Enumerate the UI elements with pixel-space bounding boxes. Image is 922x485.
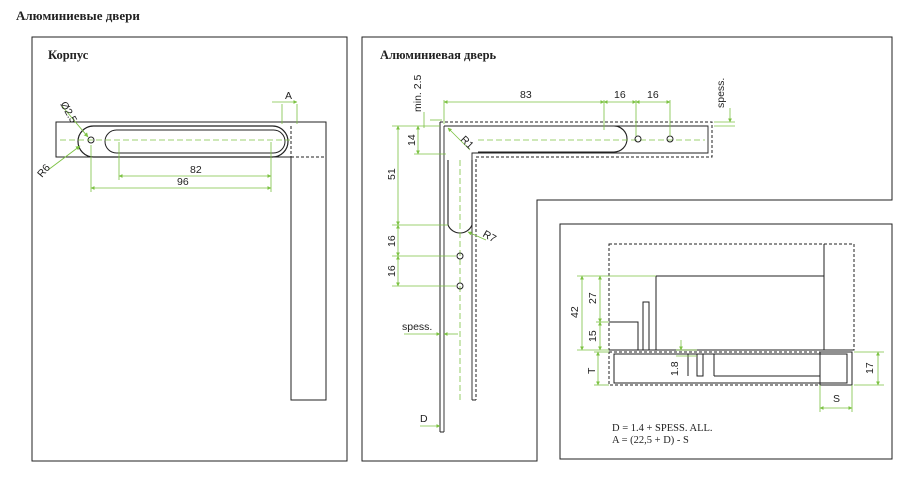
dim-42: 42 — [569, 306, 581, 318]
dim-96: 96 — [177, 176, 189, 188]
slot — [77, 125, 289, 158]
dim-82: 82 — [190, 164, 202, 176]
dim-15: 15 — [587, 330, 599, 342]
dim-d: D — [420, 413, 428, 425]
dim-spess-left: spess. — [402, 321, 432, 333]
dim-t: T — [586, 367, 598, 374]
dim-17: 17 — [864, 362, 876, 374]
dim-16-c: 16 — [386, 235, 398, 247]
formula-d: D = 1.4 + SPESS. ALL. — [612, 423, 713, 434]
dim-r6: R6 — [35, 162, 53, 180]
door-profile — [440, 121, 713, 400]
dim-14: 14 — [406, 134, 418, 146]
formula-a: A = (22,5 + D) - S — [612, 435, 689, 446]
dim-16-a: 16 — [614, 89, 626, 101]
dim-hole-dia: Ø2.5 — [57, 100, 79, 126]
dim-spess-top: spess. — [715, 78, 727, 108]
dim-1-8: 1.8 — [669, 361, 681, 376]
page-title: Алюминиевые двери — [16, 8, 140, 23]
dim-min-2-5: min. 2.5 — [412, 74, 424, 112]
panel-section: 42 27 15 T 1.8 17 S D = 1.4 + SPESS. ALL… — [559, 223, 893, 460]
dim-16-d: 16 — [386, 265, 398, 277]
dim-51: 51 — [386, 168, 398, 180]
panel-korpus: Корпус Ø2.5 R6 A 82 96 — [31, 36, 348, 462]
dim-s: S — [833, 393, 840, 405]
panel-door-title: Алюминиевая дверь — [380, 48, 497, 62]
dim-a: A — [285, 90, 292, 102]
dim-16-b: 16 — [647, 89, 659, 101]
panel-korpus-title: Корпус — [48, 48, 89, 62]
dim-27: 27 — [587, 292, 599, 304]
panel-door: Алюминиевая дверь 83 16 16 min. 2.5 — [361, 36, 893, 462]
dim-83: 83 — [520, 89, 532, 101]
dim-r7: R7 — [481, 228, 499, 245]
dim-r1: R1 — [458, 134, 476, 152]
